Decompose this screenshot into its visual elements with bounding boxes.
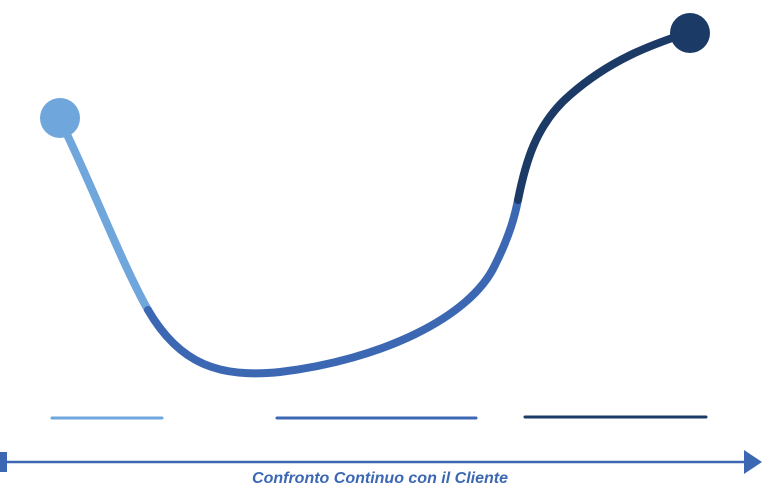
- axis-start-tick: [0, 452, 7, 472]
- curve-segment-phase-2: [144, 196, 522, 378]
- axis-label: Confronto Continuo con il Cliente: [252, 470, 508, 484]
- curve-segment-phase-1: [56, 116, 152, 314]
- timeline-axis: [0, 450, 762, 474]
- axis-arrow-icon: [744, 450, 762, 474]
- curve-segment-phase-3: [514, 28, 694, 204]
- end-point-marker: [670, 13, 710, 53]
- start-point-marker: [40, 98, 80, 138]
